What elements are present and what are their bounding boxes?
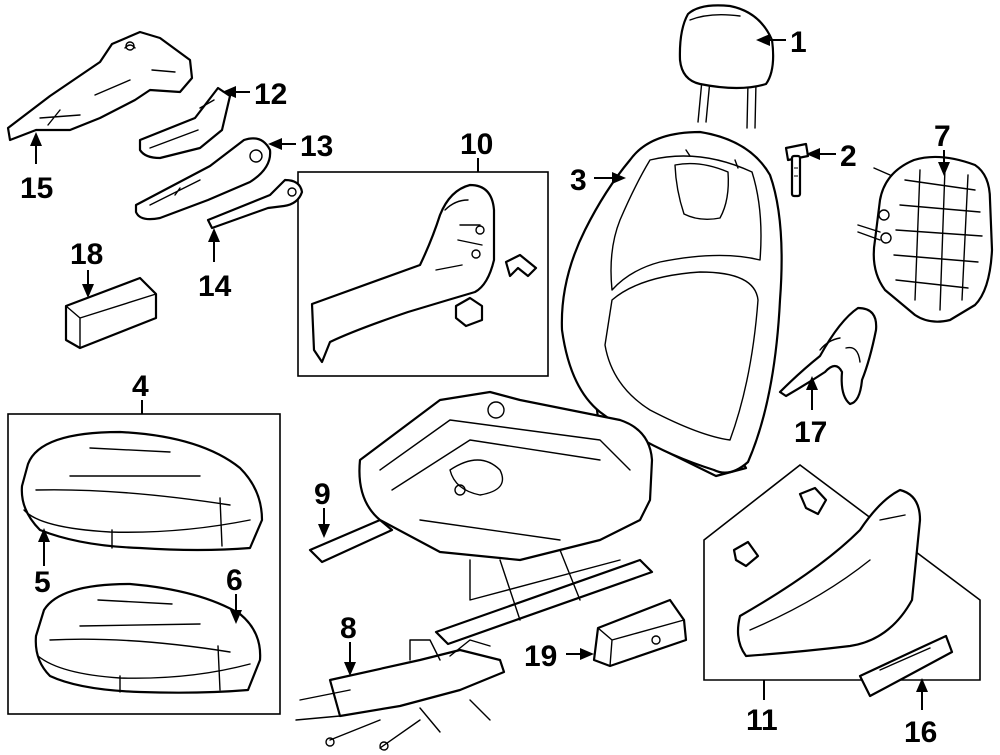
leader-1 <box>756 34 786 46</box>
part-back-side-bracket[interactable] <box>778 306 878 406</box>
callout-16: 16 <box>904 716 937 749</box>
leader-5 <box>38 528 50 566</box>
group-frame-4 <box>7 413 281 715</box>
callout-12: 12 <box>254 78 287 111</box>
part-switch-16[interactable] <box>858 634 954 698</box>
callout-11: 11 <box>746 704 778 737</box>
part-trim-13[interactable] <box>134 137 272 221</box>
part-seat-back-cover[interactable] <box>560 130 783 478</box>
callout-17: 17 <box>794 416 827 449</box>
part-switch-cover-18[interactable] <box>64 276 158 350</box>
leader-13 <box>268 138 296 150</box>
leader-19 <box>566 648 594 660</box>
callout-18: 18 <box>70 238 103 271</box>
part-recliner-cover[interactable] <box>310 183 496 364</box>
part-headrest[interactable] <box>678 4 775 129</box>
callout-9: 9 <box>314 478 331 511</box>
leader-3 <box>594 172 626 184</box>
part-side-shield-15[interactable] <box>6 30 194 142</box>
callout-8: 8 <box>340 612 357 645</box>
group-frame-11 <box>703 463 981 681</box>
part-cushion-6[interactable] <box>34 582 262 694</box>
leader-17 <box>806 376 818 410</box>
leader-12 <box>222 86 250 98</box>
callout-15: 15 <box>20 172 53 205</box>
leader-2 <box>806 148 836 160</box>
callout-3: 3 <box>570 164 587 197</box>
callout-7: 7 <box>934 120 951 153</box>
leader-15 <box>30 132 42 164</box>
part-recliner-clip-a[interactable] <box>504 253 538 278</box>
callout-4: 4 <box>132 370 149 403</box>
part-cushion-5[interactable] <box>20 430 264 552</box>
part-guide-pin[interactable] <box>784 142 810 198</box>
part-seat-track-9[interactable] <box>308 390 654 646</box>
part-recliner-clip-b[interactable] <box>454 296 484 328</box>
part-clip-11b[interactable] <box>732 540 760 568</box>
part-cover-19[interactable] <box>592 598 688 668</box>
part-trim-12[interactable] <box>138 86 232 160</box>
leader-16 <box>916 678 928 710</box>
group-frame-10 <box>297 171 549 377</box>
part-seat-back-frame[interactable] <box>857 155 994 323</box>
callout-13: 13 <box>300 130 333 163</box>
leader-14 <box>208 228 220 262</box>
callout-6: 6 <box>226 564 243 597</box>
leader-6 <box>230 594 242 624</box>
leader-9 <box>318 508 330 538</box>
part-handle-14[interactable] <box>206 178 304 230</box>
part-wire-harness-8[interactable] <box>295 639 506 751</box>
leader-7 <box>938 150 950 176</box>
part-clip-11a[interactable] <box>798 486 828 516</box>
callout-1: 1 <box>790 26 807 59</box>
callout-19: 19 <box>524 640 557 673</box>
callout-5: 5 <box>34 566 51 599</box>
part-side-shield-11[interactable] <box>736 488 922 658</box>
callout-2: 2 <box>840 140 857 173</box>
callout-14: 14 <box>198 270 232 303</box>
leader-18 <box>82 270 94 298</box>
callout-10: 10 <box>460 128 493 161</box>
leader-8 <box>344 642 356 676</box>
